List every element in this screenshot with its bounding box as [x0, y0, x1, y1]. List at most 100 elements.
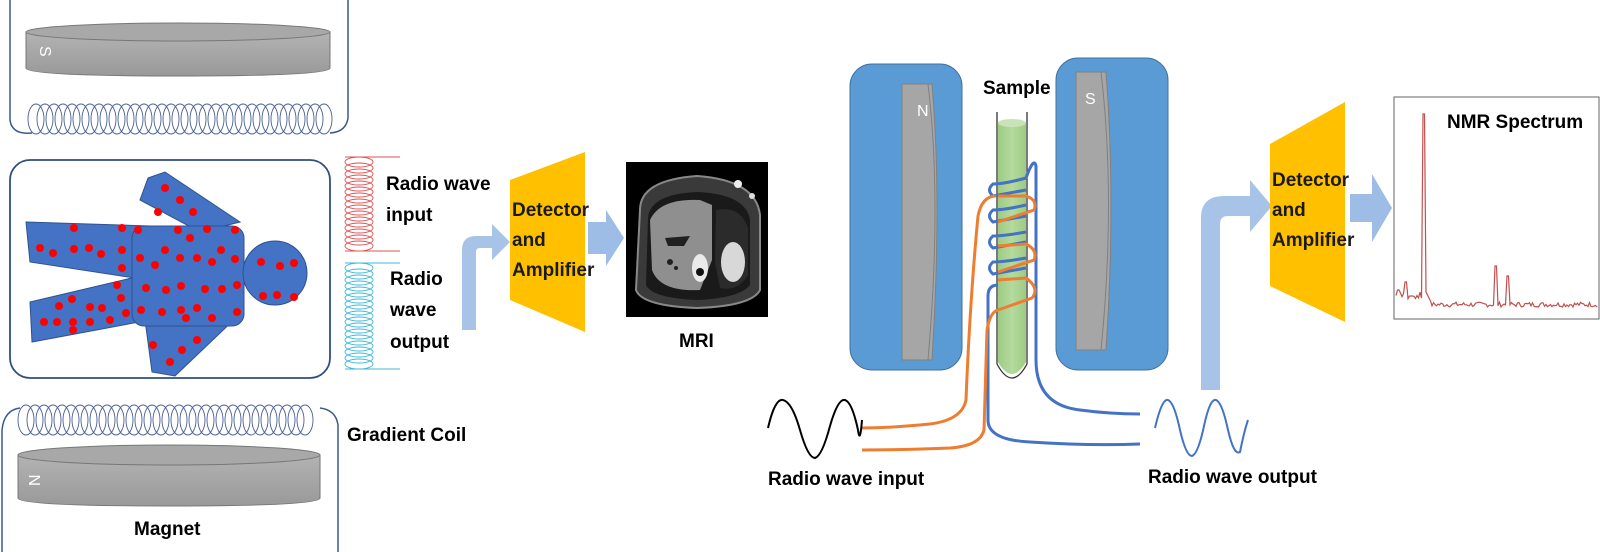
coil-loop	[344, 262, 374, 274]
coil-loop	[225, 103, 243, 135]
spin-dot	[176, 196, 184, 204]
spin-dot	[259, 292, 267, 300]
coil-loop	[71, 404, 89, 436]
detector-mri-line2: and	[512, 230, 546, 251]
coil-loop	[344, 174, 374, 186]
coil-loop	[143, 404, 161, 436]
spin-dot	[113, 281, 121, 289]
detector-amplifier-mri	[510, 152, 585, 332]
spin-dot	[161, 246, 169, 254]
coil-loop	[197, 404, 215, 436]
right-magnet-pole-label: S	[1085, 91, 1096, 108]
coil-loop	[189, 103, 207, 135]
coil-loop	[344, 334, 374, 346]
coil-loop	[344, 328, 374, 340]
spin-dot	[154, 208, 162, 216]
spin-dot	[68, 295, 76, 303]
spin-dot	[208, 314, 216, 322]
coil-loop	[270, 103, 288, 135]
coil-loop	[344, 222, 374, 234]
coil-loop	[344, 240, 374, 252]
coil-loop	[234, 103, 252, 135]
coil-loop	[89, 404, 107, 436]
coil-loop	[344, 310, 374, 322]
spin-dot	[218, 285, 226, 293]
coil-loop	[233, 404, 251, 436]
coil-loop	[296, 404, 314, 436]
sample-label: Sample	[983, 78, 1051, 99]
spin-dot	[162, 286, 170, 294]
rf-output-label-line2: wave	[389, 300, 436, 321]
coil-loop	[152, 404, 170, 436]
hydrogen-spins	[36, 184, 298, 366]
coil-loop	[44, 404, 62, 436]
gradient-coil-label: Gradient Coil	[347, 425, 466, 446]
mri-output-label: MRI	[679, 331, 714, 352]
coil-loop	[344, 340, 374, 352]
spin-dot	[158, 308, 166, 316]
detector-mri-line3: Amplifier	[512, 260, 595, 281]
spin-dot	[177, 282, 185, 290]
spin-dot	[69, 318, 77, 326]
detector-mri-line1: Detector	[512, 200, 590, 221]
spin-dot	[86, 318, 94, 326]
coil-loop	[188, 404, 206, 436]
coil-loop	[344, 180, 374, 192]
spin-dot	[137, 306, 145, 314]
left-magnet-pole-label: N	[917, 103, 929, 120]
coil-loop	[35, 404, 53, 436]
coil-loop	[344, 346, 374, 358]
coil-loop	[344, 156, 374, 168]
coil-loop	[198, 103, 216, 135]
rf-input-coil	[344, 156, 400, 252]
bottom-housing-outline	[1, 407, 21, 552]
coil-loop	[27, 103, 45, 135]
spin-dot	[186, 234, 194, 242]
spin-dot	[178, 346, 186, 354]
coil-loop	[344, 204, 374, 216]
spin-dot	[217, 246, 225, 254]
signal-arrow-mri	[450, 224, 510, 330]
coil-loop	[53, 404, 71, 436]
spin-dot	[70, 245, 78, 253]
spin-dot	[273, 291, 281, 299]
spin-dot	[201, 285, 209, 293]
spin-dot	[174, 226, 182, 234]
spin-dot	[166, 358, 174, 366]
coil-loop	[344, 280, 374, 292]
spin-dot	[134, 226, 142, 234]
spin-dot	[122, 309, 130, 317]
coil-loop	[116, 404, 134, 436]
spin-dot	[176, 254, 184, 262]
coil-loop	[72, 103, 90, 135]
spin-dot	[233, 308, 241, 316]
spin-dot	[136, 254, 144, 262]
coil-loop	[17, 404, 35, 436]
coil-loop	[344, 168, 374, 180]
coil-loop	[344, 274, 374, 286]
spin-dot	[69, 326, 77, 334]
coil-loop	[344, 352, 374, 364]
spin-dot	[106, 316, 114, 324]
spin-dot	[53, 318, 61, 326]
spin-dot	[257, 258, 265, 266]
coil-loop	[344, 358, 374, 370]
spin-dot	[70, 224, 78, 232]
magnet-label: Magnet	[134, 519, 201, 540]
spin-dot	[208, 258, 216, 266]
top-gradient-coil	[27, 103, 333, 135]
top-magnet-pole-label: S	[36, 46, 53, 57]
rf-output-label-line1: Radio	[390, 269, 443, 290]
detector-nmr-line2: and	[1272, 200, 1306, 221]
nmr-spectrum-trace	[1395, 113, 1598, 309]
top-magnet: S	[25, 22, 331, 77]
bottom-magnet-pole-label: N	[27, 474, 44, 486]
coil-loop	[344, 234, 374, 246]
nmr-spectrum-panel: NMR Spectrum	[1393, 96, 1600, 320]
spin-dot	[118, 224, 126, 232]
coil-loop	[117, 103, 135, 135]
right-magnet-housing	[1055, 57, 1169, 371]
spin-dot	[97, 250, 105, 258]
coil-loop	[62, 404, 80, 436]
coil-loop	[179, 404, 197, 436]
